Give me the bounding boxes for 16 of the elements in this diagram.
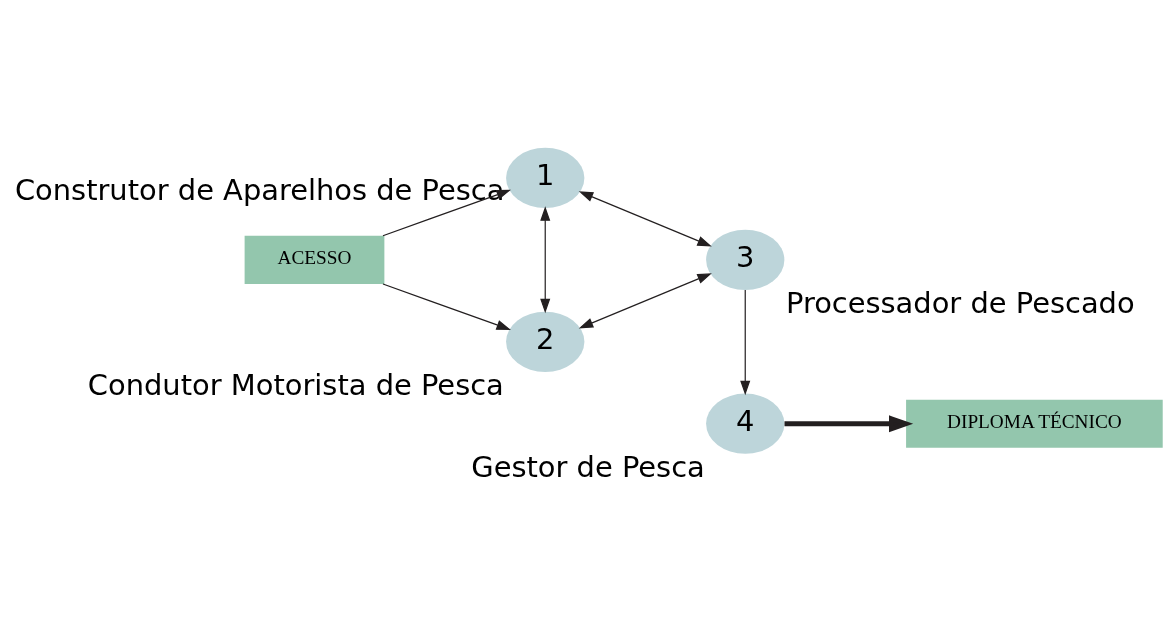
node-ellipse: 3 [706, 229, 785, 290]
node-ellipse: 2 [506, 311, 585, 372]
node-ellipse: 1 [506, 147, 585, 208]
arrow [382, 282, 511, 330]
node-label: Processador de Pescado [785, 285, 1135, 320]
arrow [578, 272, 712, 328]
arrow [382, 189, 511, 236]
node-box: ACESSO [244, 235, 385, 284]
node-ellipse: 4 [706, 393, 785, 454]
arrow [740, 289, 751, 395]
node-label: Condutor Motorista de Pesca [87, 367, 504, 402]
arrow [578, 190, 712, 247]
arrow [784, 414, 914, 432]
node-box: DIPLOMA TÉCNICO [906, 399, 1163, 448]
arrow [540, 205, 551, 313]
node-label: Gestor de Pesca [471, 449, 705, 484]
